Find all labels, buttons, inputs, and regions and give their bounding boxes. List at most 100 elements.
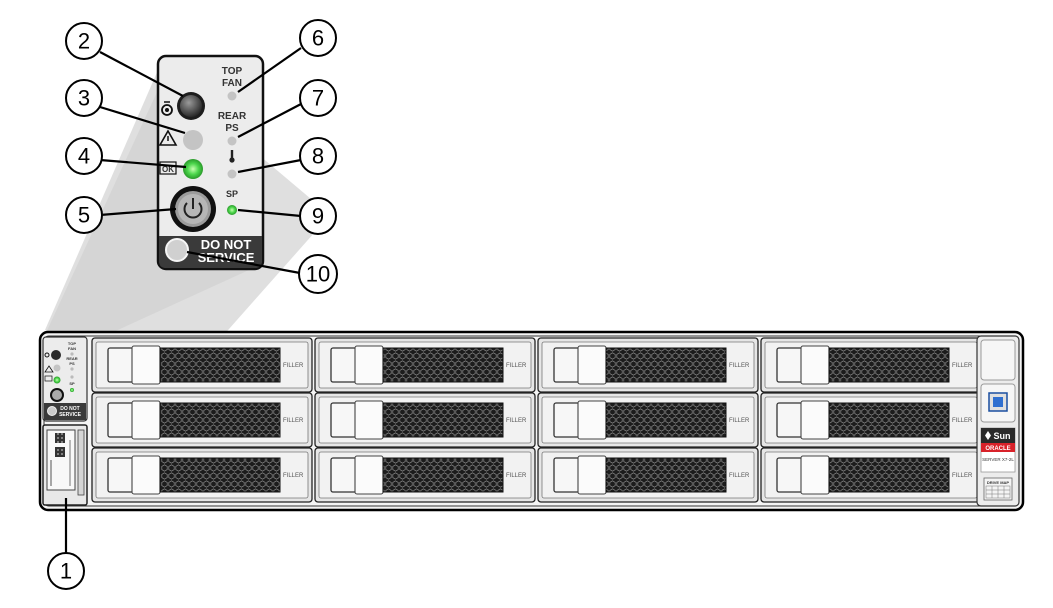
ok-label: OK xyxy=(162,165,174,174)
drive-vent-grille xyxy=(159,457,281,493)
drive-release-latch[interactable] xyxy=(776,347,804,383)
sp-led xyxy=(227,205,237,215)
drive-filler[interactable]: FILLER xyxy=(760,447,982,503)
oracle-label: ORACLE xyxy=(985,446,1010,452)
drive-filler[interactable]: FILLER xyxy=(760,392,982,448)
svg-text:6: 6 xyxy=(312,26,324,51)
drive-filler[interactable]: FILLER xyxy=(91,447,313,503)
drive-vent-grille xyxy=(605,402,727,438)
top-fan-led xyxy=(227,91,237,101)
svg-text:1: 1 xyxy=(60,559,72,584)
do-not-service-label-line1: DO NOT xyxy=(201,237,252,252)
callout-1: 1 xyxy=(47,552,85,590)
thermometer-icon xyxy=(229,150,235,163)
top-fan-label-line1: TOP xyxy=(222,66,243,77)
callout-10: 10 xyxy=(298,254,338,294)
enlarged-front-panel: OK TOP FAN REAR PS SP DO NOT S xyxy=(156,54,265,271)
drive-filler[interactable]: FILLER xyxy=(91,337,313,393)
filler-label: FILLER xyxy=(283,363,304,369)
rear-ps-led xyxy=(227,136,237,146)
sun-logo-icon xyxy=(985,431,991,440)
drive-filler[interactable]: FILLER xyxy=(537,337,759,393)
svg-text:SERVICE: SERVICE xyxy=(59,412,82,418)
svg-text:REAR: REAR xyxy=(66,356,77,361)
mini-front-panel: TOP FAN REAR PS SP DO NOT SERVICE xyxy=(42,336,88,422)
callout-3: 3 xyxy=(65,79,103,117)
drive-filler[interactable]: FILLER xyxy=(314,392,536,448)
svg-text:FAN: FAN xyxy=(68,346,76,351)
rear-ps-label-line1: REAR xyxy=(218,111,247,122)
warning-icon xyxy=(158,129,178,146)
svg-text:TOP: TOP xyxy=(68,341,76,346)
zoom-projection-inner xyxy=(45,90,260,345)
locator-icon xyxy=(161,101,173,116)
callout-8: 8 xyxy=(299,137,337,175)
drive-release-latch[interactable] xyxy=(553,347,581,383)
drive-filler[interactable]: FILLER xyxy=(537,447,759,503)
drive-release-latch[interactable] xyxy=(330,347,358,383)
svg-text:DO NOT: DO NOT xyxy=(60,406,79,412)
leader-lines xyxy=(64,47,302,554)
filler-label: FILLER xyxy=(729,418,750,424)
drive-vent-grille xyxy=(382,402,504,438)
drive-filler[interactable]: FILLER xyxy=(314,447,536,503)
drive-release-latch[interactable] xyxy=(776,402,804,438)
power-icon xyxy=(183,198,203,219)
drive-release-latch[interactable] xyxy=(553,457,581,493)
callout-5: 5 xyxy=(65,196,103,234)
callouts: 2 3 4 5 6 7 8 9 xyxy=(47,19,338,590)
drive-vent-grille xyxy=(382,457,504,493)
drive-map-label: DRIVE MAP xyxy=(987,480,1010,485)
drive-vent-grille xyxy=(159,347,281,383)
drive-vent-grille xyxy=(828,457,950,493)
drive-release-latch[interactable] xyxy=(330,402,358,438)
id-pull-tab[interactable] xyxy=(42,424,88,506)
service-required-led xyxy=(183,130,203,150)
sp-label: SP xyxy=(226,189,238,199)
right-ear: Sun ORACLE SERVER X7-2L DRIVE MAP xyxy=(976,335,1020,507)
processor-badge-icon xyxy=(988,392,1008,412)
top-fan-label-line2: FAN xyxy=(222,78,242,89)
callout-4: 4 xyxy=(65,137,103,175)
drive-filler[interactable]: FILLER xyxy=(760,337,982,393)
callout-2: 2 xyxy=(65,22,103,60)
svg-text:2: 2 xyxy=(78,29,90,54)
filler-label: FILLER xyxy=(506,363,527,369)
filler-label: FILLER xyxy=(283,473,304,479)
model-label: SERVER X7-2L xyxy=(982,457,1014,462)
svg-text:9: 9 xyxy=(312,204,324,229)
drive-release-latch[interactable] xyxy=(553,402,581,438)
drive-vent-grille xyxy=(382,347,504,383)
drive-release-latch[interactable] xyxy=(330,457,358,493)
drive-vent-grille xyxy=(159,402,281,438)
svg-text:SP: SP xyxy=(69,381,75,386)
temperature-led xyxy=(227,169,237,179)
sun-label: Sun xyxy=(994,431,1011,441)
callout-9: 9 xyxy=(299,197,337,235)
drive-release-latch[interactable] xyxy=(776,457,804,493)
filler-label: FILLER xyxy=(283,418,304,424)
drive-filler[interactable]: FILLER xyxy=(91,392,313,448)
drive-vent-grille xyxy=(605,457,727,493)
drive-filler[interactable]: FILLER xyxy=(537,392,759,448)
svg-text:3: 3 xyxy=(78,86,90,111)
locator-button[interactable] xyxy=(177,92,205,120)
filler-label: FILLER xyxy=(952,473,973,479)
drive-release-latch[interactable] xyxy=(107,457,135,493)
svg-text:8: 8 xyxy=(312,144,324,169)
drive-vent-grille xyxy=(828,347,950,383)
drive-release-latch[interactable] xyxy=(107,402,135,438)
drive-map-label-plate: DRIVE MAP xyxy=(983,477,1013,501)
filler-label: FILLER xyxy=(729,363,750,369)
svg-text:4: 4 xyxy=(78,144,90,169)
drive-release-latch[interactable] xyxy=(107,347,135,383)
do-not-service-led xyxy=(165,238,189,262)
drive-filler[interactable]: FILLER xyxy=(314,337,536,393)
filler-label: FILLER xyxy=(952,418,973,424)
svg-text:10: 10 xyxy=(306,262,330,287)
filler-label: FILLER xyxy=(952,363,973,369)
svg-text:PS: PS xyxy=(69,361,75,366)
filler-label: FILLER xyxy=(506,473,527,479)
